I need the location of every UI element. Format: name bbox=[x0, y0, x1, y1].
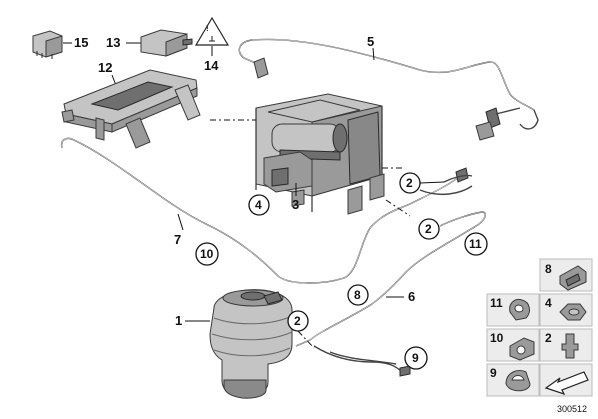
callout-10 bbox=[195, 242, 219, 266]
callout-11 bbox=[464, 232, 488, 256]
part-label-13: 13 bbox=[106, 35, 120, 50]
line-fitting bbox=[455, 167, 469, 183]
callout-10-label: 10 bbox=[200, 247, 214, 261]
part-label-1: 1 bbox=[175, 313, 182, 328]
part-label-12: 12 bbox=[98, 60, 112, 75]
callout-9 bbox=[404, 346, 428, 370]
pressure-line-7-inner bbox=[61, 138, 461, 284]
compressor-unit-part bbox=[255, 93, 385, 215]
legend-label-9: 9 bbox=[490, 366, 497, 380]
intake-hose-part bbox=[238, 38, 539, 141]
callout-2-mid-label: 2 bbox=[425, 222, 432, 236]
connector-2-icon bbox=[561, 333, 579, 359]
warning-label-part: ! bbox=[194, 16, 230, 46]
legend-label-4: 4 bbox=[545, 296, 552, 310]
part-label-15: 15 bbox=[74, 35, 88, 50]
part-label-14: 14 bbox=[204, 58, 219, 73]
legend-label-2: 2 bbox=[545, 331, 552, 345]
connection-line bbox=[210, 119, 258, 143]
callout-4 bbox=[248, 194, 270, 216]
control-unit-part bbox=[140, 29, 193, 57]
part-label-6: 6 bbox=[408, 289, 415, 304]
callout-8 bbox=[347, 284, 369, 306]
arrow-icon bbox=[544, 371, 589, 396]
callout-9-label: 9 bbox=[412, 351, 419, 365]
lower-line bbox=[329, 351, 397, 365]
callout-8-label: 8 bbox=[354, 288, 361, 302]
relay-part bbox=[32, 30, 63, 59]
connection-line bbox=[385, 199, 411, 217]
leader-2-upper bbox=[419, 181, 445, 184]
pressure-line-6 bbox=[295, 211, 487, 347]
clip-10-hole bbox=[516, 345, 526, 355]
air-spring-part bbox=[209, 289, 293, 399]
line-fitting bbox=[399, 365, 411, 377]
clip-8-detail bbox=[565, 273, 581, 287]
clip-9-icon bbox=[505, 370, 531, 392]
part-label-3: 3 bbox=[292, 197, 299, 212]
legend-label-8: 8 bbox=[545, 262, 552, 276]
pressure-line-6-inner bbox=[295, 211, 486, 347]
small-parts-legend: 8 11 4 10 2 9 bbox=[486, 258, 593, 397]
legend-label-11: 11 bbox=[490, 296, 503, 310]
callout-11-label: 11 bbox=[469, 237, 482, 251]
branch-line bbox=[419, 174, 473, 196]
callout-4-label: 4 bbox=[255, 198, 262, 212]
legend-label-10: 10 bbox=[490, 331, 504, 345]
nut-4-hole bbox=[568, 308, 580, 316]
callout-2-lower-label: 2 bbox=[294, 314, 301, 328]
leader-5 bbox=[372, 47, 375, 61]
callout-2-upper-label: 2 bbox=[406, 176, 413, 190]
part-label-7: 7 bbox=[174, 232, 181, 247]
svg-text:!: ! bbox=[206, 24, 209, 33]
reference-number: 300512 bbox=[557, 404, 587, 414]
connection-line bbox=[297, 330, 315, 349]
holder-bracket-part bbox=[61, 69, 201, 149]
callout-2-mid bbox=[418, 218, 440, 240]
leader-7 bbox=[177, 213, 184, 231]
lower-line bbox=[313, 345, 403, 373]
part-label-5: 5 bbox=[367, 34, 374, 49]
